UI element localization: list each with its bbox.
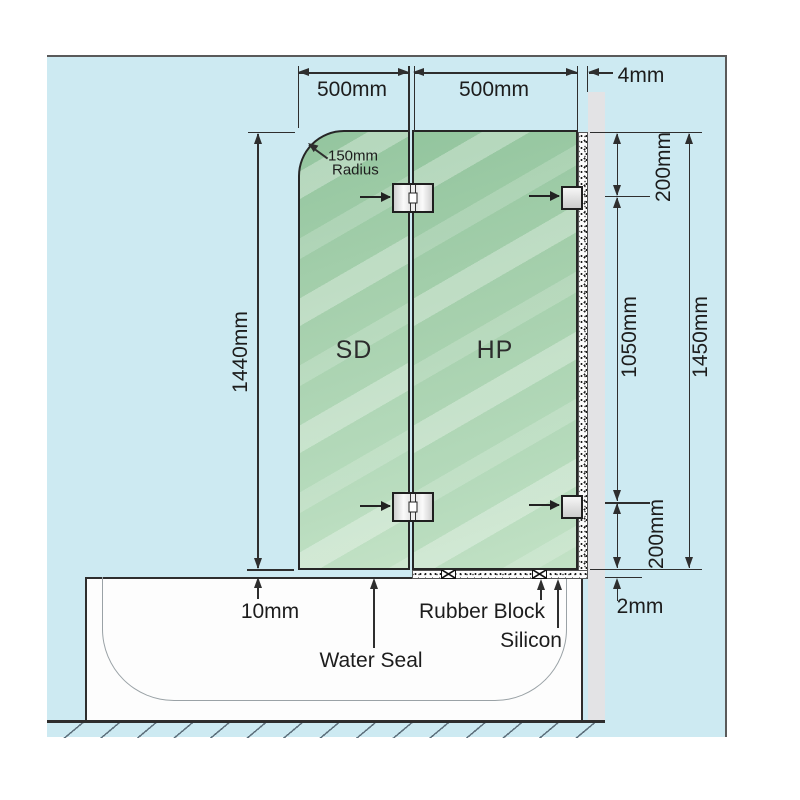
- wall-bracket-bottom-arrow: [529, 500, 560, 510]
- water-seal-label: Water Seal: [319, 649, 423, 672]
- dim-bottom-clearance-label: 10mm: [240, 600, 300, 623]
- dim-bottom-clearance-stem: [257, 587, 259, 599]
- dim-silicon-gap-stem: [616, 588, 618, 601]
- rubber-block-left: [441, 569, 456, 579]
- dim-line-hinge-top-offset: [616, 134, 618, 195]
- silicon-label: Silicon: [500, 629, 562, 652]
- dim-total-height-label: 1450mm: [689, 296, 712, 378]
- ext-line-left-top: [248, 131, 295, 133]
- dim-line-hinge-bottom-offset: [616, 504, 618, 568]
- dim-panel1-label: 500mm: [316, 78, 388, 101]
- dim-hinge-bottom-arrow-down: [612, 557, 621, 568]
- dim-hinge-top-arrow-down: [612, 185, 621, 196]
- ext-line-glass-right: [576, 66, 578, 130]
- corner-radius-value: 150mm: [328, 147, 379, 165]
- ext-line-right-top: [590, 131, 702, 133]
- dim-panel2-arrow-right: [566, 68, 577, 77]
- dim-line-hinge-spacing: [616, 198, 618, 501]
- hinge-bottom-center: [392, 492, 434, 522]
- ext-line-panel1-left: [297, 66, 299, 128]
- panel-label-hp: HP: [476, 335, 514, 364]
- rubber-block-stem: [540, 589, 542, 600]
- dim-panel-height-arrow-bottom: [253, 558, 262, 569]
- floor-hatch: [47, 723, 605, 738]
- hinge-top-center: [392, 183, 434, 213]
- dim-line-wall-gap: [589, 72, 613, 74]
- water-seal-stem: [373, 588, 375, 648]
- hinge-bottom-center-arrow: [360, 501, 391, 511]
- dim-hinge-spacing-arrow-up: [612, 197, 621, 208]
- corner-radius-word: Radius: [332, 161, 379, 179]
- hinge-top-center-arrow: [360, 192, 391, 202]
- dim-wall-gap-arrow: [588, 68, 599, 77]
- dim-line-panel1: [299, 72, 408, 74]
- dim-hinge-top-arrow-up: [612, 133, 621, 144]
- wall-bracket-top: [561, 186, 583, 210]
- dim-hinge-bottom-arrow-up: [612, 503, 621, 514]
- dim-silicon-gap-label: 2mm: [616, 595, 664, 618]
- ext-line-hinge-top: [605, 195, 650, 197]
- rubber-block-label: Rubber Block: [418, 600, 546, 623]
- wall: [588, 92, 605, 722]
- dim-panel-height-arrow-top: [253, 133, 262, 144]
- rubber-block-arrow: [536, 579, 545, 590]
- silicon-stem: [557, 589, 559, 628]
- ext-line-gap-left: [408, 66, 410, 132]
- ext-line-right-bottom: [590, 568, 702, 570]
- wall-bracket-bottom: [561, 495, 583, 519]
- dim-hinge-spacing-label: 1050mm: [618, 296, 641, 378]
- dim-total-height-arrow-up: [684, 133, 693, 144]
- dim-line-panel2: [414, 72, 577, 74]
- ext-line-hinge-bottom: [605, 502, 650, 504]
- rubber-block-right: [532, 569, 547, 579]
- ext-line-gap-right: [413, 66, 415, 132]
- dim-line-total-height: [688, 134, 690, 568]
- silicon-arrow: [553, 579, 562, 590]
- hinge-bottom-center-notch: [408, 501, 418, 513]
- ext-line-left-bottom: [247, 569, 294, 571]
- dim-panel2-arrow-left: [413, 68, 424, 77]
- hinge-top-center-notch: [408, 192, 418, 204]
- bathtub-inner-rim: [102, 577, 567, 701]
- dim-bottom-clearance-arrow: [253, 577, 262, 588]
- glass-panel-sd: SD: [298, 130, 410, 570]
- dim-silicon-gap-arrow: [612, 578, 621, 589]
- dim-panel2-label: 500mm: [458, 78, 530, 101]
- dim-hinge-bottom-label: 200mm: [645, 498, 668, 570]
- dim-panel1-arrow-left: [298, 68, 309, 77]
- water-seal-arrow: [369, 578, 378, 589]
- glass-panel-hp: HP: [412, 130, 578, 570]
- dim-wall-gap-label: 4mm: [617, 64, 665, 87]
- silicon-bed-horizontal: [412, 570, 588, 579]
- dim-panel1-arrow-right: [398, 68, 409, 77]
- ext-line-wall-face: [586, 66, 588, 92]
- panel-label-sd: SD: [335, 335, 373, 364]
- dim-panel-height-label: 1440mm: [229, 311, 252, 393]
- dim-total-height-arrow-down: [684, 557, 693, 568]
- dim-line-panel-height: [257, 134, 259, 568]
- wall-bracket-top-arrow: [529, 191, 560, 201]
- dim-hinge-top-label: 200mm: [652, 131, 675, 203]
- dim-hinge-spacing-arrow-down: [612, 490, 621, 501]
- ext-line-tub-rim: [605, 576, 642, 578]
